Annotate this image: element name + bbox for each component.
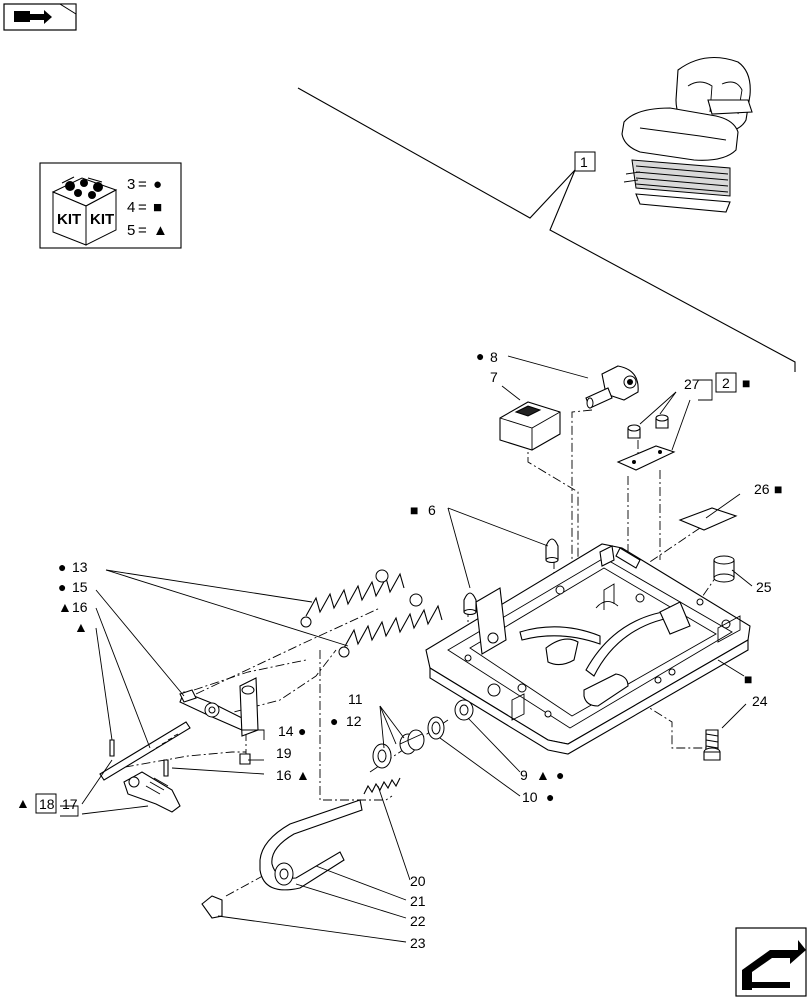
callout-13[interactable]: 13 — [72, 559, 88, 575]
kit-legend-row: 5 = ▲ — [127, 222, 168, 239]
callout-23[interactable]: 23 — [410, 935, 426, 951]
part-27-screw[interactable] — [655, 414, 669, 429]
callout-16[interactable]: 16 — [72, 599, 88, 615]
part-17-lever[interactable] — [123, 771, 181, 813]
callout-8[interactable]: 8 — [490, 349, 498, 365]
callout-9[interactable]: 9 — [520, 767, 528, 783]
part-7-slider-block[interactable] — [499, 401, 561, 451]
callout-20[interactable]: 20 — [410, 873, 426, 889]
kit-symbol: ● — [58, 579, 66, 595]
callout-27[interactable]: 27 — [684, 376, 700, 392]
kit-symbol: ■ — [153, 199, 162, 216]
part-20-spring[interactable] — [363, 777, 401, 795]
equals-sign: = — [138, 176, 147, 193]
callout-18[interactable]: 18 — [39, 796, 55, 812]
kit-symbol: ▲ — [58, 599, 72, 615]
leader-line — [297, 87, 576, 219]
callout-2[interactable]: 2 — [722, 375, 730, 391]
part-25-bumper[interactable] — [713, 555, 735, 583]
kit-label-right: KIT — [90, 211, 114, 228]
part-tri-pin[interactable] — [109, 739, 115, 757]
part-11-roller[interactable] — [399, 729, 425, 755]
kit-label-left: KIT — [57, 211, 81, 228]
kit-box-icon: KIT KIT — [51, 176, 118, 246]
kit-symbol: ■ — [744, 671, 752, 687]
callout-7[interactable]: 7 — [490, 369, 498, 385]
callout-17[interactable]: 17 — [62, 796, 78, 812]
kit-symbol: ▲ — [74, 619, 88, 635]
callout-16b[interactable]: 16 — [276, 767, 292, 783]
callout-21[interactable]: 21 — [410, 893, 426, 909]
part-10-washer[interactable] — [427, 716, 445, 740]
callout-26[interactable]: 26 — [754, 481, 770, 497]
kit-number: 4 — [127, 199, 135, 216]
part-27-screw[interactable] — [627, 424, 641, 439]
callout-25[interactable]: 25 — [756, 579, 772, 595]
kit-symbol: ● — [556, 767, 564, 783]
kit-legend-box: KIT KIT 3 = ● 4 = ■ 5 = ▲ — [39, 162, 182, 249]
callout-14[interactable]: 14 — [278, 723, 294, 739]
kit-legend-row: 3 = ● — [127, 176, 162, 193]
kit-symbol: ● — [330, 713, 338, 729]
kit-symbol: ▲ — [296, 767, 310, 783]
part-15-bellcrank[interactable] — [179, 689, 247, 731]
callout-22[interactable]: 22 — [410, 913, 426, 929]
callout-1[interactable]: 1 — [580, 154, 588, 170]
part-12-roller[interactable] — [372, 743, 392, 769]
next-page-icon[interactable] — [735, 927, 807, 997]
part-6-pin[interactable] — [545, 538, 559, 563]
part-16-pin[interactable] — [163, 759, 169, 777]
callout-box — [574, 151, 596, 172]
part-19-nut[interactable] — [239, 753, 251, 765]
kit-number: 3 — [127, 176, 135, 193]
seat-assembly[interactable] — [621, 57, 753, 213]
part-13-spring[interactable] — [300, 569, 405, 628]
part-6-pin[interactable] — [463, 592, 477, 615]
callout-11[interactable]: 11 — [348, 691, 363, 707]
callout-12[interactable]: 12 — [346, 713, 362, 729]
part-2-plate[interactable] — [616, 445, 676, 471]
kit-symbol: ■ — [742, 375, 750, 391]
callout-leaders — [60, 355, 753, 943]
part-21-strap[interactable] — [259, 799, 363, 891]
part-8-lever-knob[interactable] — [585, 365, 639, 409]
part-14-bracket[interactable] — [239, 677, 259, 737]
kit-symbol: ● — [298, 723, 306, 739]
callout-labels: ● 8 7 27 2 ■ 26 ■ ■ 6 25 ■ 24 ● 13 ● 15 … — [16, 348, 782, 951]
equals-sign: = — [138, 199, 147, 216]
part-26-pad[interactable] — [678, 507, 738, 531]
callout-15[interactable]: 15 — [72, 579, 88, 595]
kit-symbol: ● — [476, 348, 484, 364]
part-13-spring[interactable] — [338, 593, 443, 658]
equals-sign: = — [138, 222, 147, 239]
part-16-rod[interactable] — [99, 721, 191, 781]
kit-number: 5 — [127, 222, 135, 239]
callout-24[interactable]: 24 — [752, 693, 768, 709]
callout-19[interactable]: 19 — [276, 745, 292, 761]
book-nav-icon[interactable] — [3, 3, 77, 31]
part-23-clip[interactable] — [201, 895, 223, 919]
part-22-roller[interactable] — [274, 862, 294, 886]
kit-symbol: ● — [546, 789, 554, 805]
kit-symbol: ■ — [774, 481, 782, 497]
kit-symbol: ▲ — [153, 222, 168, 239]
callout-box — [35, 793, 57, 814]
leader-line — [549, 169, 796, 372]
callout-6[interactable]: 6 — [428, 502, 436, 518]
kit-symbol: ● — [58, 559, 66, 575]
kit-symbol: ■ — [410, 502, 418, 518]
kit-symbol: ▲ — [536, 767, 550, 783]
kit-symbol: ▲ — [16, 795, 30, 811]
part-9-bushing[interactable] — [454, 699, 474, 721]
seat-base-frame[interactable] — [425, 543, 751, 755]
kit-legend-row: 4 = ■ — [127, 199, 162, 216]
callout-box — [715, 372, 737, 393]
callout-10[interactable]: 10 — [522, 789, 538, 805]
kit-symbol: ● — [153, 176, 162, 193]
part-24-bolt[interactable] — [703, 729, 721, 761]
